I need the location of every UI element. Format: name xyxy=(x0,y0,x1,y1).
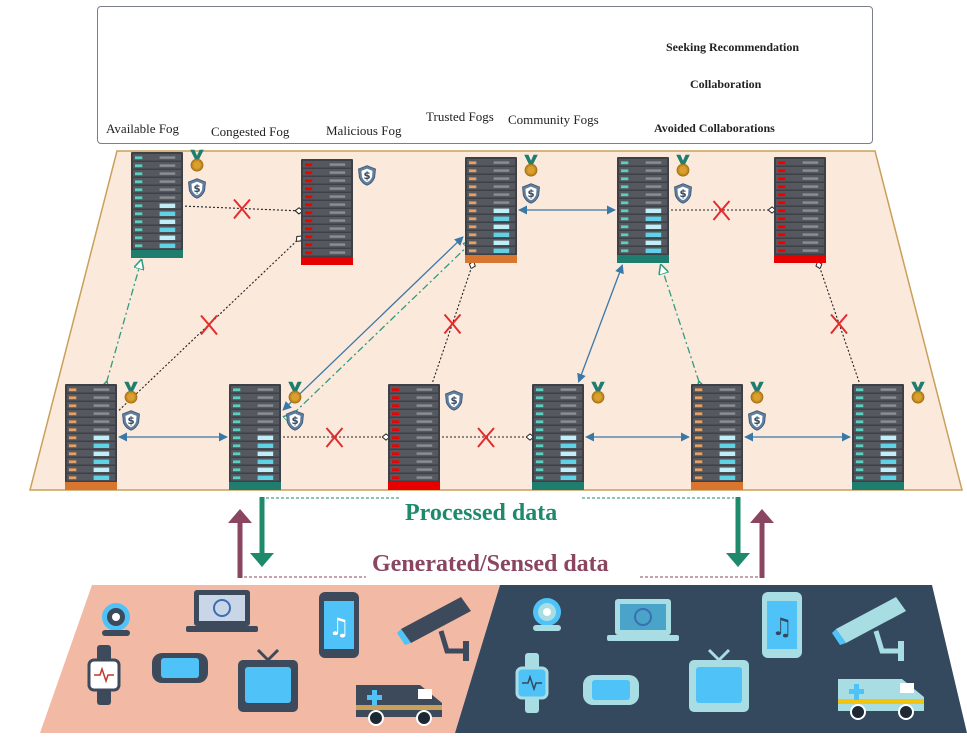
svg-text:$: $ xyxy=(127,416,134,427)
link-seeking-b1-t1 xyxy=(107,260,142,382)
fog-node-t5-malicious xyxy=(774,157,826,263)
fog-node-t1-community-shield-icon: $ xyxy=(188,178,206,199)
iot-left-ambulance-icon xyxy=(356,685,442,726)
link-avoided-t4-t5-cross-icon xyxy=(712,200,731,221)
iot-right-smartphone-music-icon: ♫ xyxy=(762,592,802,658)
link-avoided-b3-t3-cross-icon xyxy=(443,313,462,335)
svg-text:$: $ xyxy=(450,396,457,407)
iot-right-laptop-icon xyxy=(607,599,679,641)
fog-node-b3-malicious xyxy=(388,384,440,490)
link-avoided-b2-b3-cross-icon xyxy=(325,427,344,448)
fog-node-b2-trusted-medal-icon xyxy=(288,381,302,404)
fog-node-t2-community-shield-icon: $ xyxy=(358,165,376,186)
legend-trusted-label: Trusted Fogs xyxy=(426,109,494,124)
svg-text:$: $ xyxy=(363,171,370,182)
legend-collab-label: Collaboration xyxy=(690,77,762,91)
fog-node-b3-community-shield-icon: $ xyxy=(445,390,463,411)
iot-left-webcam-icon xyxy=(102,603,130,636)
fog-node-t3-community-shield-icon: $ xyxy=(522,183,540,204)
iot-left-laptop-icon xyxy=(186,590,258,632)
fog-node-b2-community-shield-icon: $ xyxy=(286,410,304,431)
iot-left-game-controller-icon xyxy=(152,653,208,683)
fog-node-b2-available xyxy=(229,384,281,490)
iot-right-webcam-icon xyxy=(533,598,561,631)
fog-node-b1-community-shield-icon: $ xyxy=(122,410,140,431)
legend-seeking-label: Seeking Recommendation xyxy=(666,40,799,54)
fog-node-t3-congested xyxy=(465,157,517,263)
fog-node-b6-available xyxy=(852,384,904,490)
link-seeking-b2-t3 xyxy=(293,241,473,414)
svg-text:$: $ xyxy=(753,416,760,427)
svg-text:$: $ xyxy=(193,184,200,195)
iot-right-cctv-camera-icon xyxy=(832,597,906,661)
iot-right-game-controller-icon xyxy=(583,675,639,705)
processed-data-label: Processed data xyxy=(405,500,558,526)
fog-node-t2-malicious xyxy=(301,159,353,265)
fog-node-b4-trusted-medal-icon xyxy=(591,381,605,404)
link-collaboration-b4-t4 xyxy=(577,264,624,383)
iot-right-television-icon xyxy=(689,648,749,712)
legend-community-label: Community Fogs xyxy=(508,112,599,127)
fog-node-b4-available xyxy=(532,384,584,490)
legend-available-label: Available Fog xyxy=(106,121,180,136)
iot-devices: ♫♫ xyxy=(87,590,924,726)
iot-left-smartwatch-icon xyxy=(87,645,121,705)
left-generated-up-arrow xyxy=(228,509,252,578)
fog-node-b1-congested xyxy=(65,384,117,490)
fog-node-b5-congested xyxy=(691,384,743,490)
link-seeking-b5-t4 xyxy=(661,265,699,382)
fog-node-b5-trusted-medal-icon xyxy=(750,381,764,404)
iot-left-smartphone-music-icon: ♫ xyxy=(319,592,359,658)
svg-text:$: $ xyxy=(679,189,686,200)
iot-left-television-icon xyxy=(238,648,298,712)
legend-avoided-label: Avoided Collaborations xyxy=(654,121,775,135)
legend-malicious-label: Malicious Fog xyxy=(326,123,402,138)
legend-box xyxy=(97,6,873,144)
generated-data-label: Generated/Sensed data xyxy=(372,551,609,577)
link-avoided-t1-t2-cross-icon xyxy=(233,198,251,220)
right-processed-down-arrow xyxy=(726,497,750,567)
iot-right-ambulance-icon xyxy=(838,679,924,720)
right-generated-up-arrow xyxy=(750,509,774,578)
fog-node-t1-available xyxy=(131,152,183,258)
link-avoided-b3-b4-cross-icon xyxy=(477,427,495,448)
fog-node-b1-trusted-medal-icon xyxy=(124,381,138,404)
fog-node-t4-community-shield-icon: $ xyxy=(674,183,692,204)
nodes-layer: $ $ $ $ $ $ $ $ xyxy=(65,149,925,490)
fog-node-t1-trusted-medal-icon xyxy=(190,149,204,172)
link-avoided-b1-t2-cross-icon xyxy=(200,314,218,336)
data-flow-arrows xyxy=(228,497,774,578)
links-layer xyxy=(107,198,860,448)
legend-congested-label: Congested Fog xyxy=(211,124,290,139)
svg-text:$: $ xyxy=(291,416,298,427)
fog-node-t4-trusted-medal-icon xyxy=(676,154,690,177)
iot-right-smartwatch-icon xyxy=(515,653,549,713)
link-avoided-b6-t5-cross-icon xyxy=(830,313,848,335)
fog-node-t4-available xyxy=(617,157,669,263)
fog-node-t3-trusted-medal-icon xyxy=(524,154,538,177)
iot-left-cctv-camera-icon xyxy=(397,597,471,661)
left-processed-down-arrow xyxy=(250,497,274,567)
svg-text:♫: ♫ xyxy=(328,613,350,641)
fog-node-b6-trusted-medal-icon xyxy=(911,381,925,404)
svg-text:♫: ♫ xyxy=(771,613,793,641)
svg-text:$: $ xyxy=(527,189,534,200)
fog-node-b5-community-shield-icon: $ xyxy=(748,410,766,431)
